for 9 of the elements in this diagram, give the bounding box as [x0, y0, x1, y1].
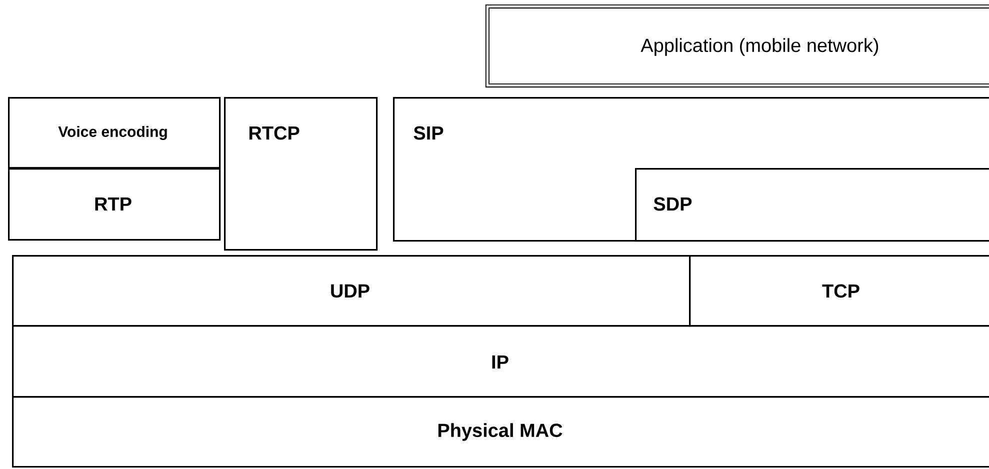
layer-box: RTCP: [224, 97, 378, 251]
layer-box: IP: [12, 325, 989, 398]
layer-box: TCP: [689, 255, 989, 327]
layer-box: RTP: [8, 168, 221, 241]
layer-box: UDP: [12, 255, 691, 327]
layer-box: Application (mobile network): [485, 4, 989, 88]
layer-box: SDP: [635, 168, 989, 242]
layer-box: Voice encoding: [8, 97, 221, 169]
layer-box: Physical MAC: [12, 396, 989, 468]
